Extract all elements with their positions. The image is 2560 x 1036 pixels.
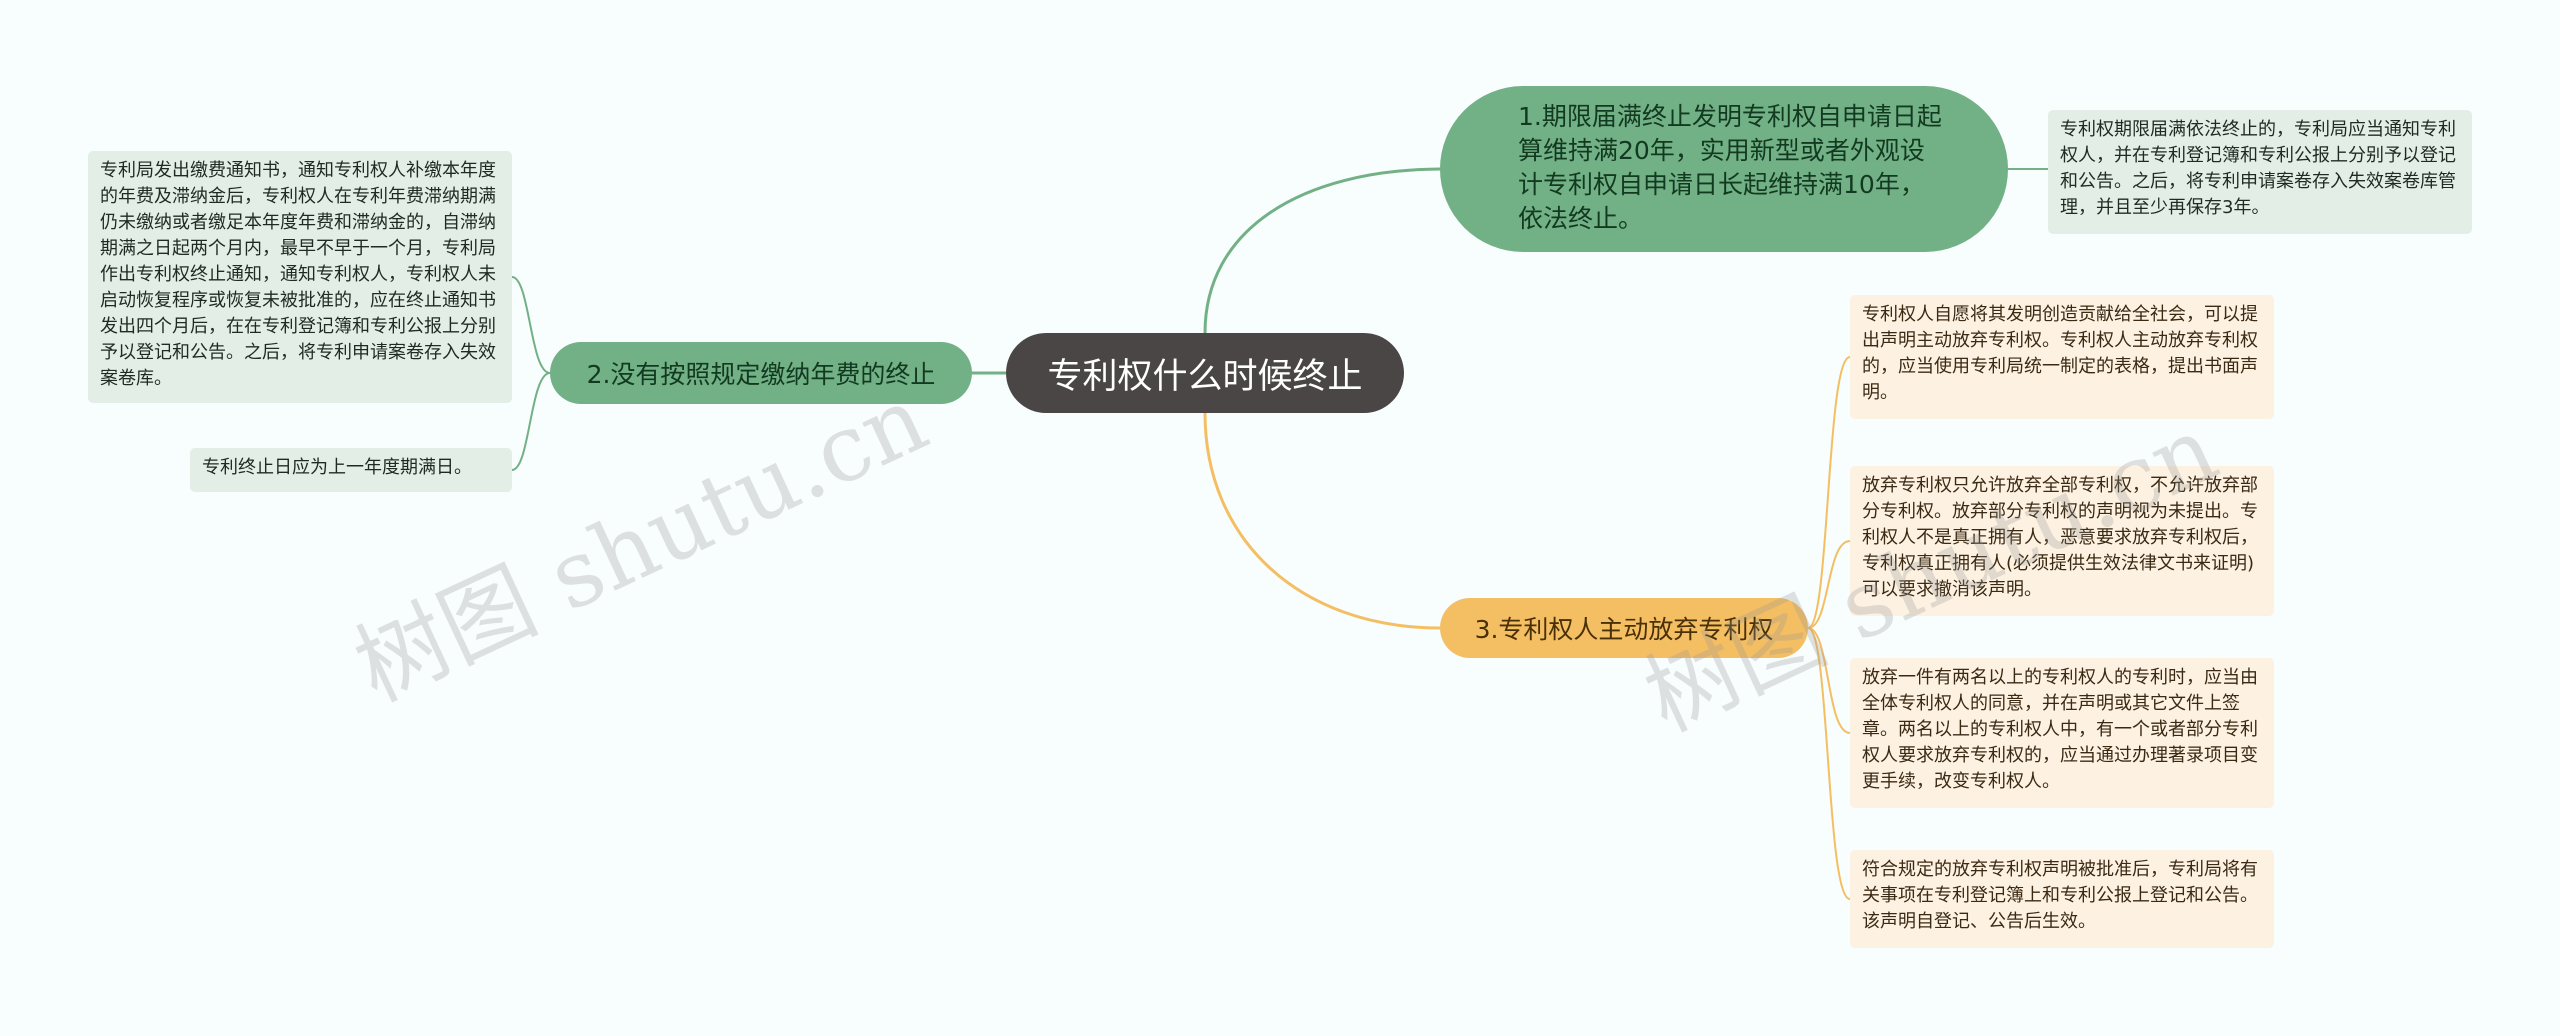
connector-center-branch3: [1203, 412, 1441, 630]
branch-3-detail-2[interactable]: 放弃专利权只允许放弃全部专利权，不允许放弃部分专利权。放弃部分专利权的声明视为未…: [1850, 466, 2274, 616]
branch-3-detail-3[interactable]: 放弃一件有两名以上的专利权人的专利时，应当由全体专利权人的同意，并在声明或其它文…: [1850, 658, 2274, 808]
connector-branch3-leaf4: [1807, 627, 1851, 900]
branch-3-node[interactable]: 3.专利权人主动放弃专利权: [1440, 598, 1808, 658]
branch-2-label: 2.没有按照规定缴纳年费的终止: [586, 360, 936, 389]
branch-1-label: 1.期限届满终止发明专利权自申请日起算维持满20年，实用新型或者外观设计专利权自…: [1518, 102, 1942, 233]
branch-3-detail-4[interactable]: 符合规定的放弃专利权声明被批准后，专利局将有关事项在专利登记簿上和专利公报上登记…: [1850, 850, 2274, 948]
central-topic-label: 专利权什么时候终止: [1047, 356, 1363, 397]
connector-center-branch1: [1203, 167, 1441, 334]
connector-branch3-leaf2: [1807, 540, 1851, 629]
branch-3-label: 3.专利权人主动放弃专利权: [1474, 615, 1774, 644]
branch-3-detail-1[interactable]: 专利权人自愿将其发明创造贡献给全社会，可以提出声明主动放弃专利权。专利权人主动放…: [1850, 295, 2274, 419]
central-topic[interactable]: 专利权什么时候终止: [1006, 333, 1404, 413]
branch-2-node[interactable]: 2.没有按照规定缴纳年费的终止: [550, 342, 972, 404]
connector-branch2-leaf1: [511, 276, 551, 374]
connector-branch2-leaf2: [511, 372, 551, 471]
branch-1-detail-1[interactable]: 专利权期限届满依法终止的，专利局应当通知专利权人，并在专利登记簿和专利公报上分别…: [2048, 110, 2472, 234]
branch-2-detail-2[interactable]: 专利终止日应为上一年度期满日。: [190, 448, 512, 492]
branch-1-node[interactable]: 1.期限届满终止发明专利权自申请日起算维持满20年，实用新型或者外观设计专利权自…: [1440, 86, 2008, 252]
connector-branch3-leaf3: [1807, 627, 1851, 734]
branch-2-detail-1[interactable]: 专利局发出缴费通知书，通知专利权人补缴本年度的年费及滞纳金后，专利权人在专利年费…: [88, 151, 512, 403]
connector-branch3-leaf1: [1807, 356, 1851, 629]
